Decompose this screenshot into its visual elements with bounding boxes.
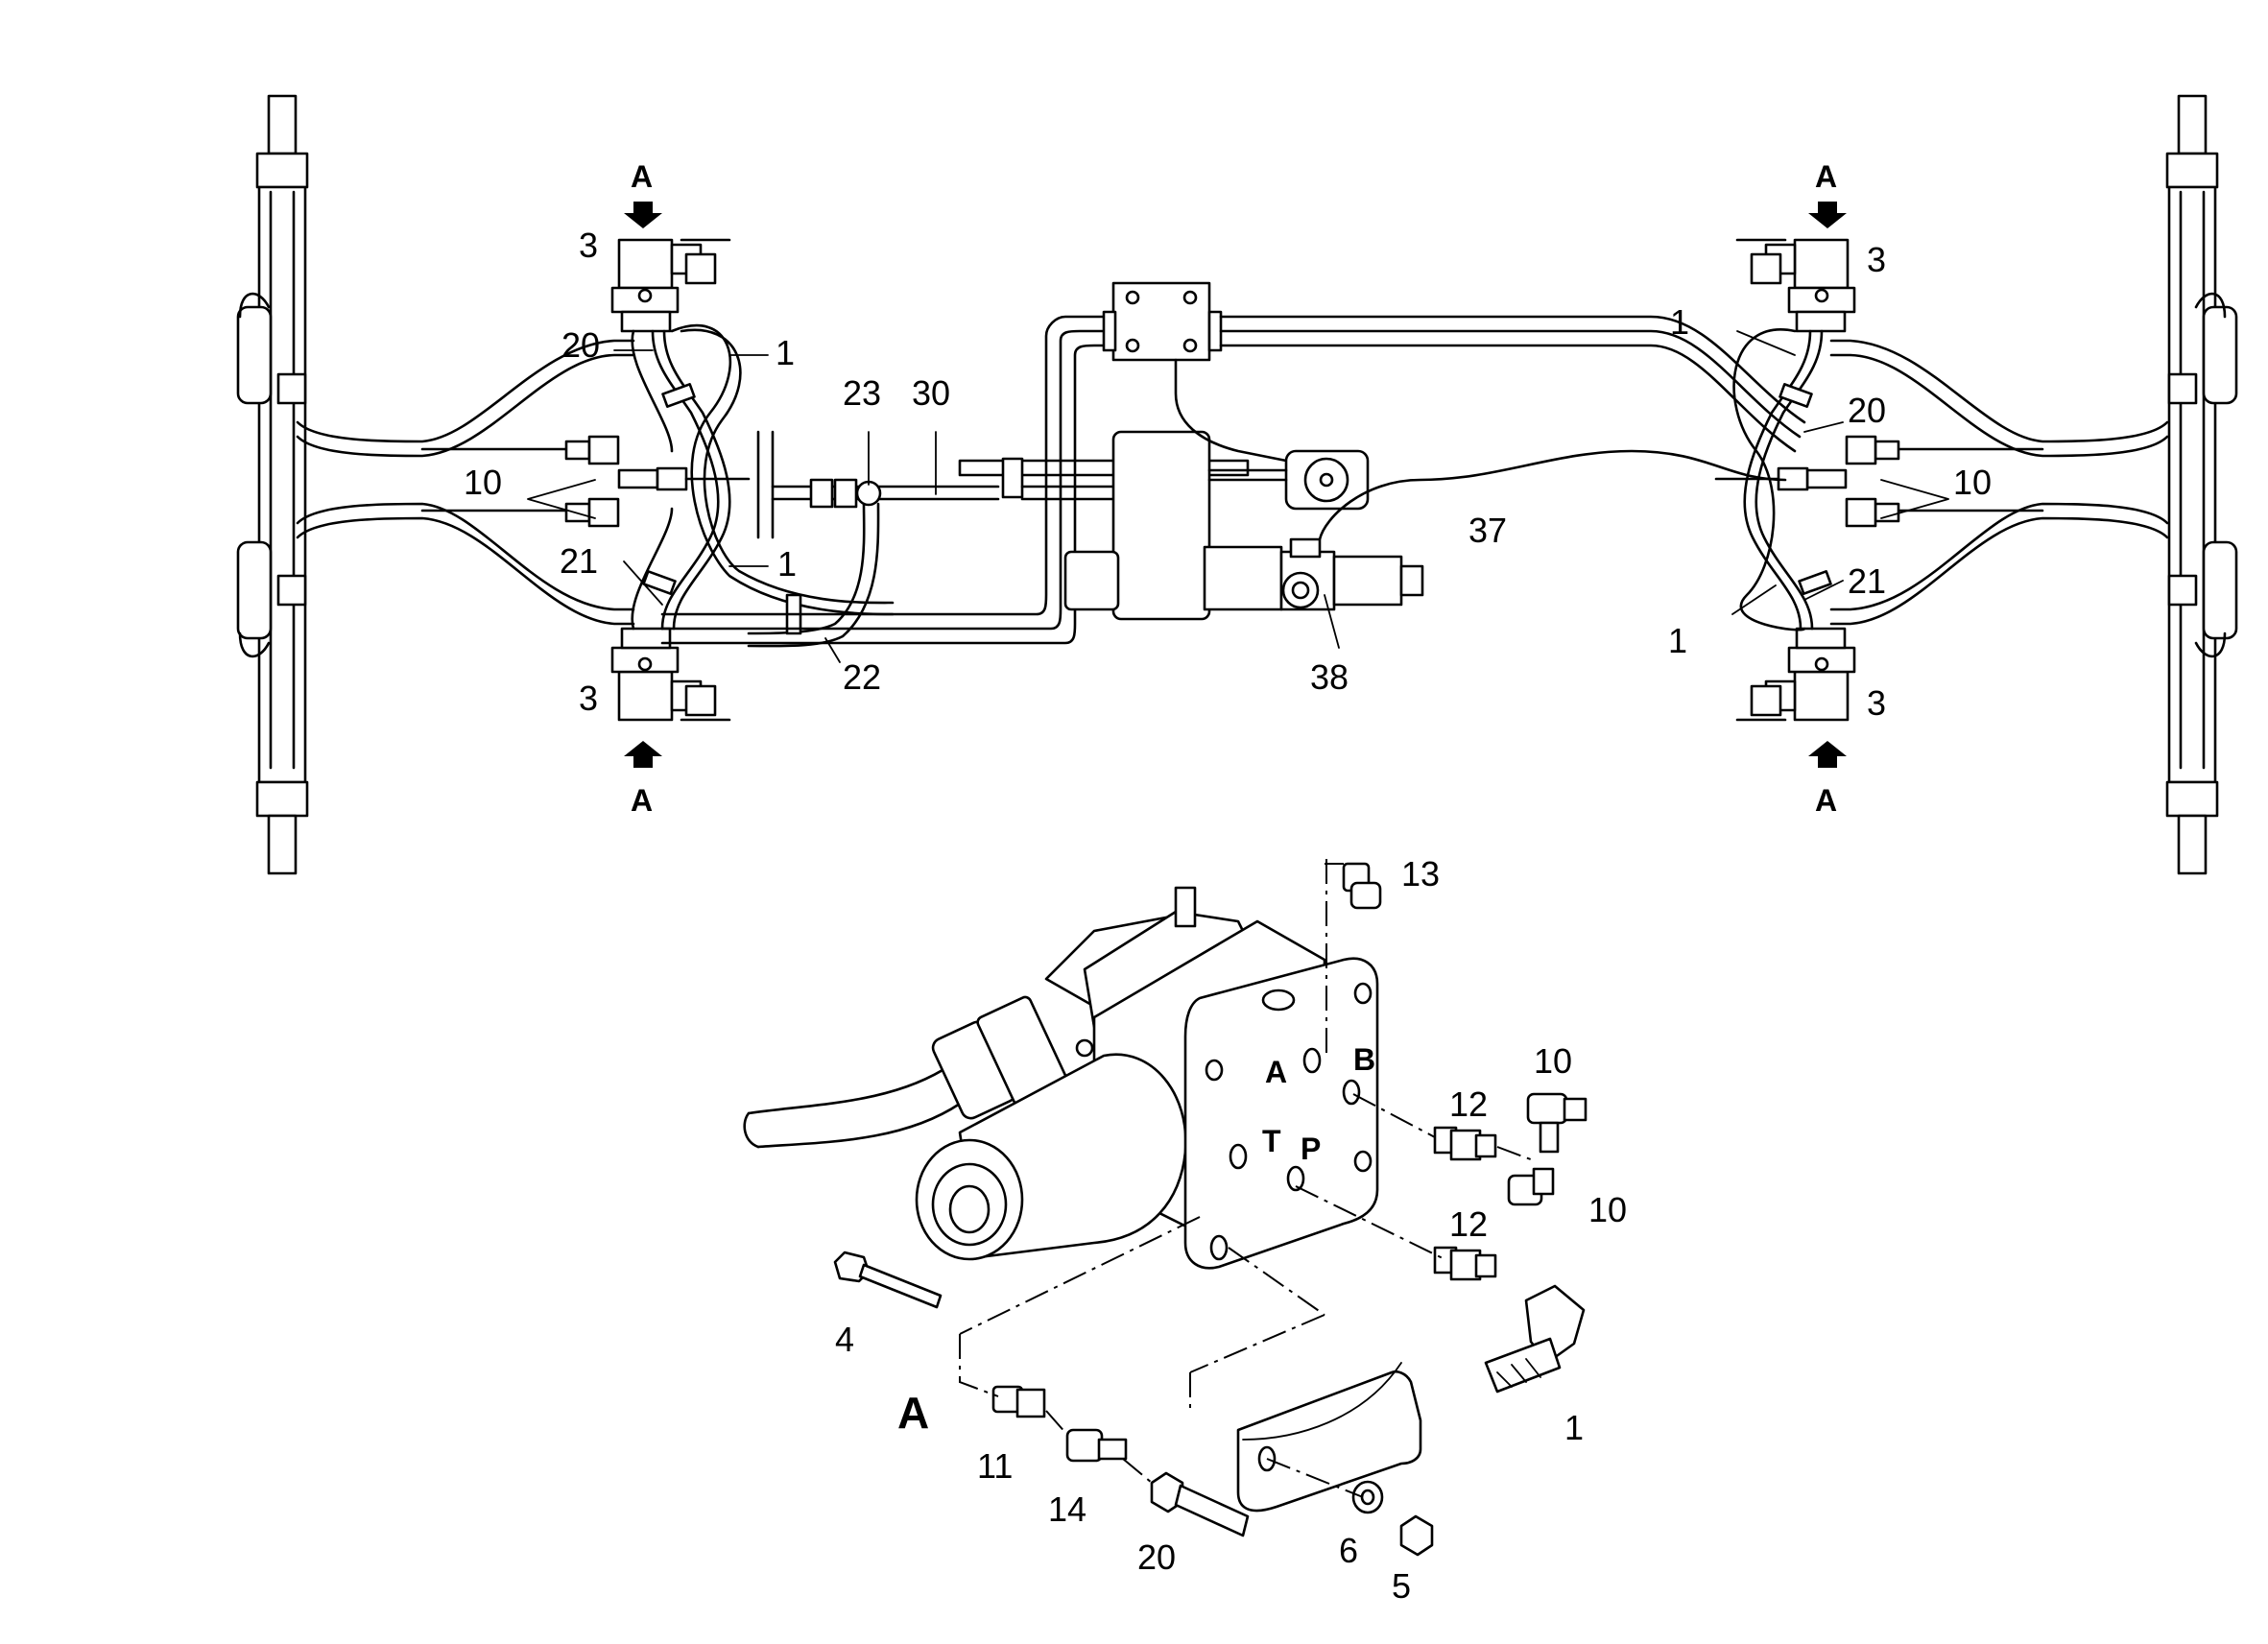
callout-3: 3: [1867, 240, 1886, 279]
callout-20: 20: [1848, 391, 1886, 430]
arrow-up-icon: [624, 741, 662, 768]
valve-bottom-left: [610, 627, 731, 722]
valve-top-right: [1735, 238, 1856, 333]
callout-10: 10: [1953, 463, 1992, 502]
callout-3: 3: [579, 679, 598, 718]
callout-20: 20: [1137, 1537, 1176, 1577]
callout-10: 10: [464, 463, 502, 502]
view-marker-a: A: [1815, 159, 1837, 194]
callout-1: 1: [776, 333, 795, 372]
view-marker-a: A: [1815, 783, 1837, 818]
left-axle-end: [236, 94, 309, 875]
leader-lines: [527, 330, 1949, 663]
callout-1: 1: [1668, 621, 1687, 660]
detail-view-title: A: [897, 1388, 929, 1438]
central-motor: [1063, 281, 1806, 621]
callout-4: 4: [835, 1320, 854, 1359]
right-inner-hoses: [1732, 328, 1832, 631]
callout-13: 13: [1401, 854, 1440, 893]
arrow-down-icon: [1808, 202, 1847, 228]
port-label-a: A: [1265, 1055, 1287, 1089]
left-inner-hoses: [631, 323, 895, 631]
arrow-down-icon: [624, 202, 662, 228]
callout-6: 6: [1339, 1531, 1358, 1570]
right-axle-end: [2165, 94, 2238, 875]
callout-3: 3: [1867, 683, 1886, 723]
callout-12: 12: [1449, 1084, 1488, 1124]
callout-3: 3: [579, 226, 598, 265]
callout-1: 1: [1670, 302, 1689, 342]
view-marker-a: A: [631, 783, 653, 818]
callout-23: 23: [843, 373, 881, 413]
view-marker-a: A: [631, 159, 653, 194]
callout-21: 21: [560, 541, 598, 581]
callout-21: 21: [1848, 561, 1886, 601]
detail-view-a: [743, 859, 1588, 1557]
callout-labels: 1 20 10 21 1 3 3 23 30 22 37 38 1 20 10 …: [464, 159, 1992, 1606]
callout-5: 5: [1392, 1566, 1411, 1606]
callout-12: 12: [1449, 1204, 1488, 1244]
callout-10: 10: [1534, 1041, 1572, 1081]
port-label-p: P: [1301, 1132, 1321, 1166]
callout-10: 10: [1588, 1190, 1627, 1229]
callout-11: 11: [977, 1446, 1013, 1486]
right-hose-runs: [1829, 292, 2227, 658]
fittings-right-10: [1714, 435, 1900, 528]
valve-bottom-right: [1735, 627, 1856, 722]
callout-30: 30: [912, 373, 950, 413]
port-label-t: T: [1262, 1124, 1281, 1158]
callout-38: 38: [1310, 657, 1349, 697]
fittings-left-10: [564, 435, 751, 528]
port-label-b: B: [1353, 1042, 1375, 1077]
valve-top-left: [610, 238, 731, 333]
callout-22: 22: [843, 657, 881, 697]
callout-1: 1: [1564, 1408, 1584, 1447]
left-hose-runs: [238, 292, 635, 658]
callout-37: 37: [1468, 511, 1507, 550]
callout-20: 20: [561, 325, 600, 365]
callout-14: 14: [1048, 1489, 1086, 1529]
callout-1: 1: [777, 544, 797, 584]
center-pipework: [660, 315, 1250, 648]
arrow-up-icon: [1808, 741, 1847, 768]
